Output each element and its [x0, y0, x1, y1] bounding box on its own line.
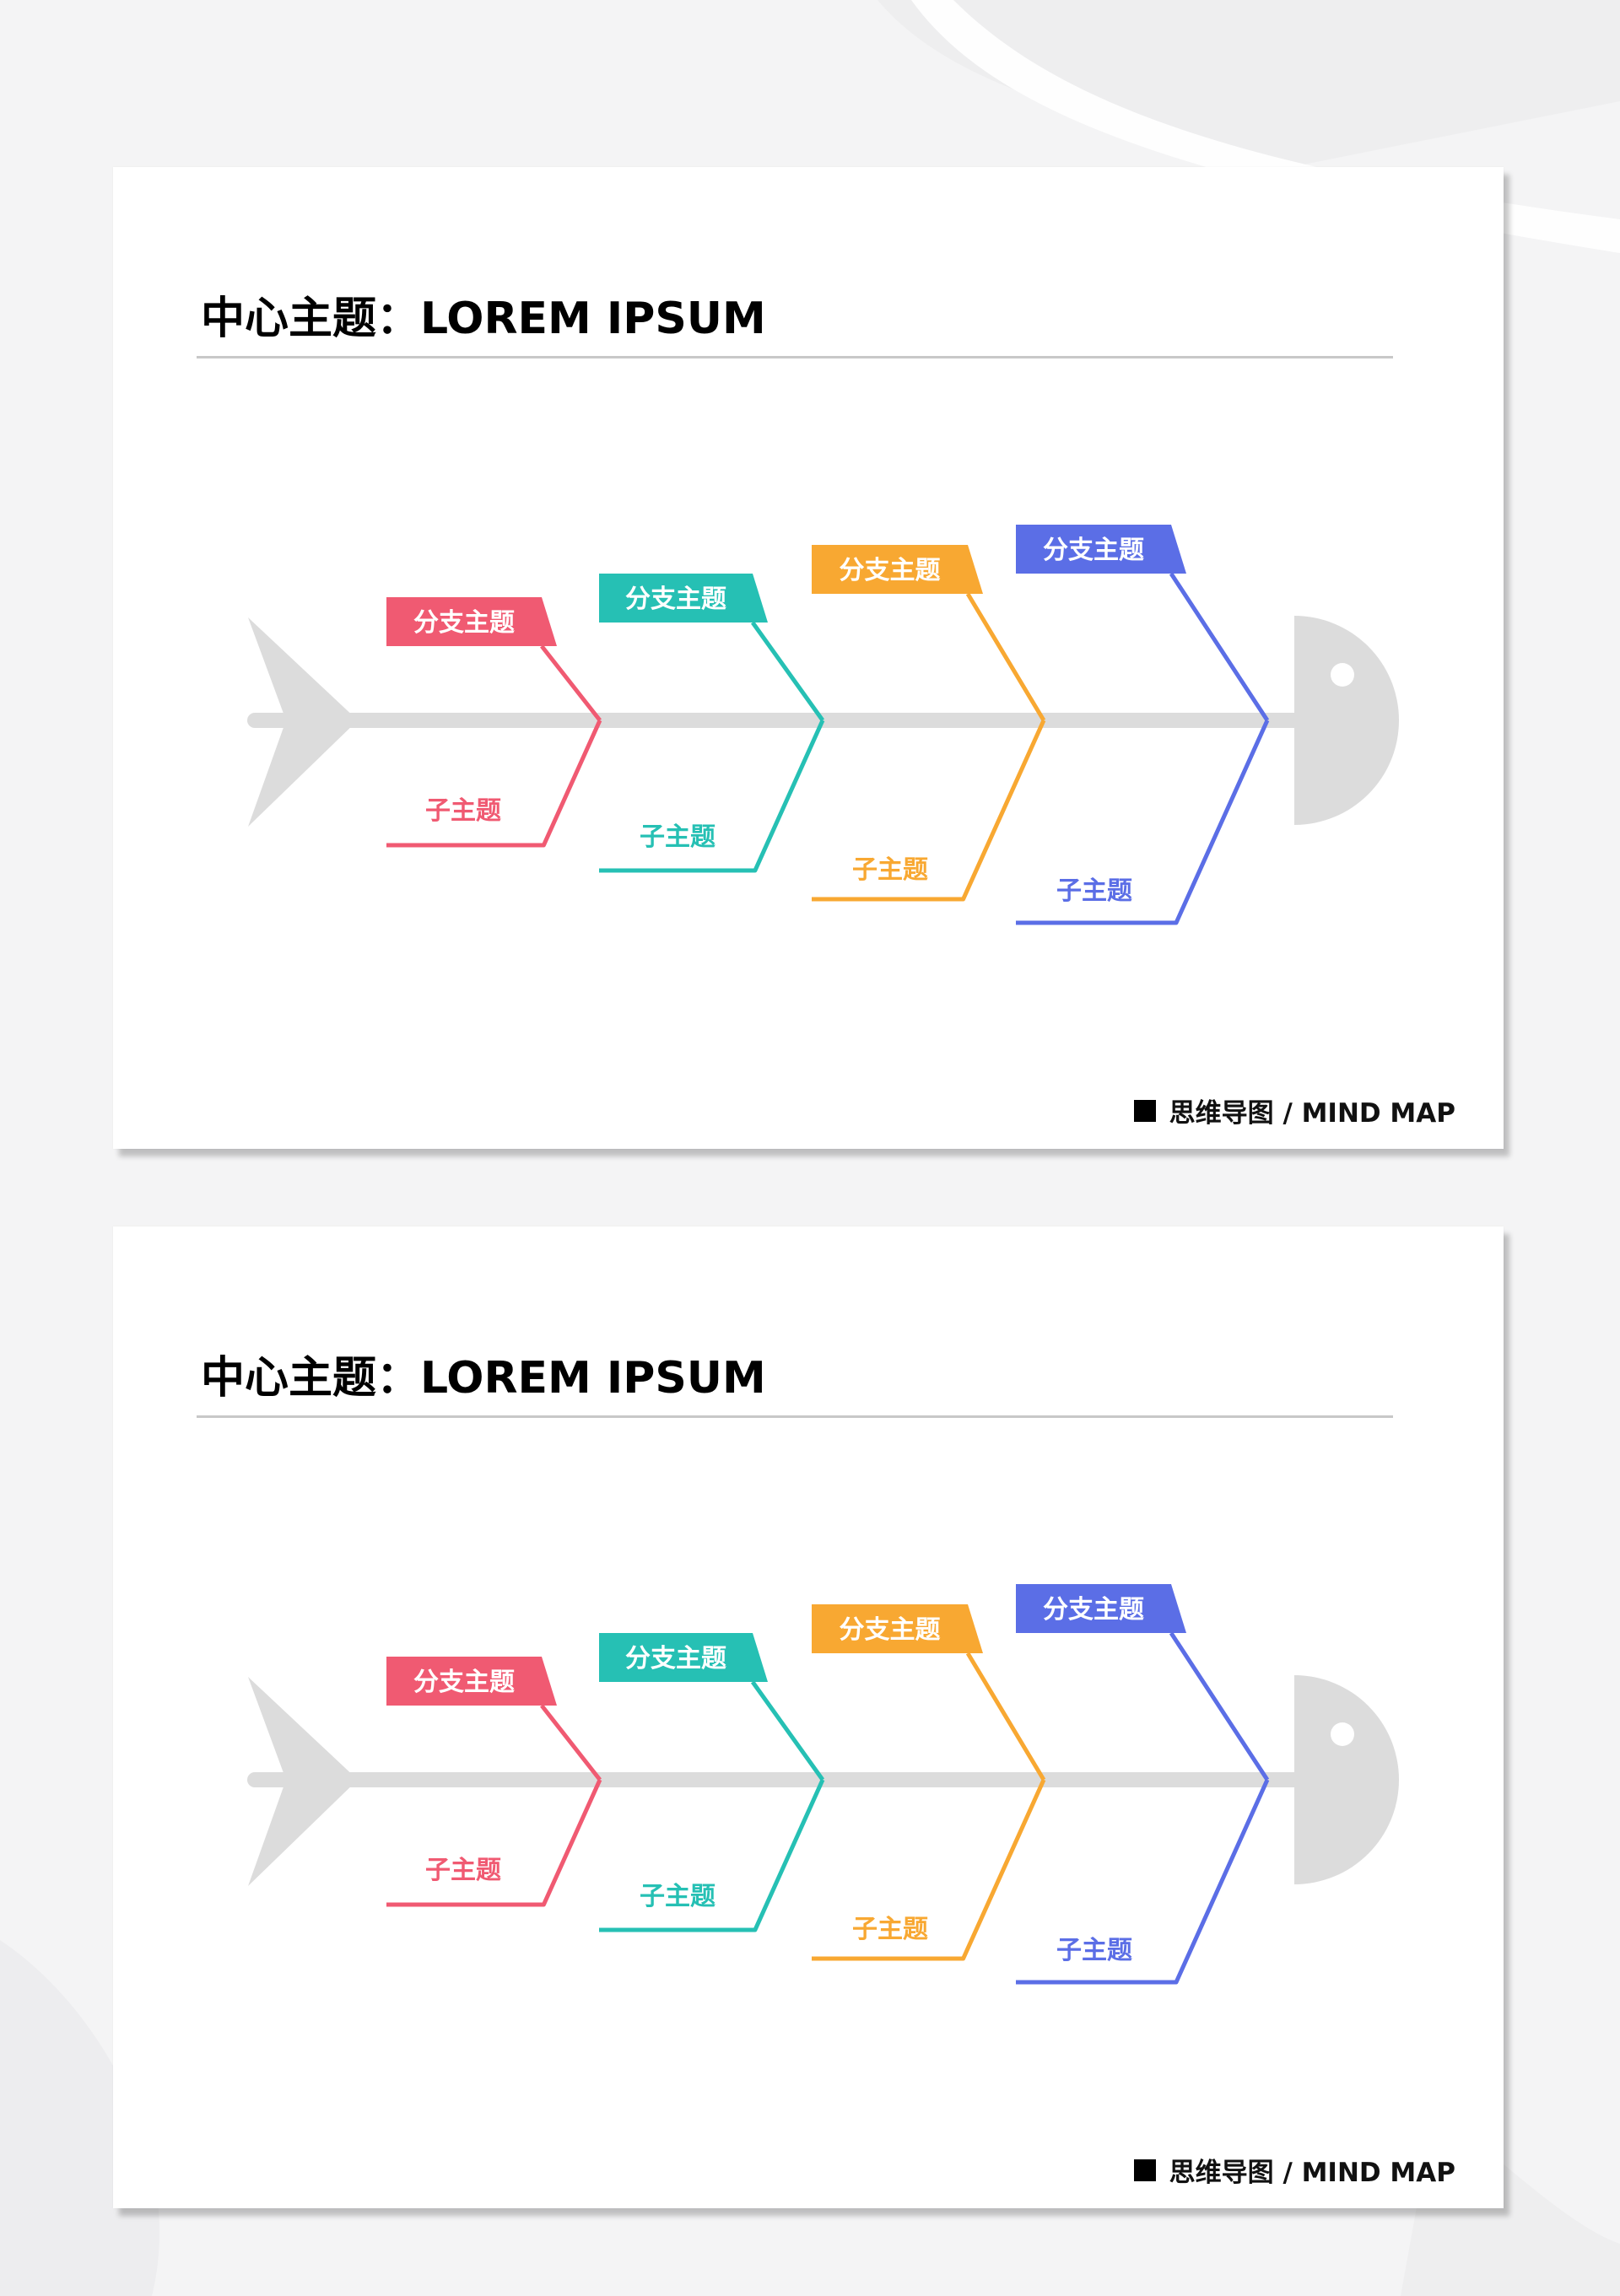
branch-label: 分支主题 [840, 556, 941, 585]
branch-line [1169, 572, 1270, 722]
branch-flag [812, 545, 983, 594]
branch-label: 分支主题 [625, 585, 726, 614]
sub-branch-line [599, 1778, 825, 1932]
fish-eye [1331, 1722, 1354, 1746]
branch-label: 分支主题 [413, 1668, 515, 1697]
branch-flag [1016, 1584, 1186, 1633]
sub-branch-line [812, 1778, 1046, 1961]
branch-flag [599, 1633, 768, 1682]
footer-text: 思维导图 / MIND MAP [1169, 1098, 1455, 1129]
branch-flag [599, 574, 768, 623]
diagram-card-1: 中心主题：LOREM IPSUM 分支主题子主题分支主题子主题分支主题子主题分支… [113, 167, 1504, 1149]
branch-line [1169, 1631, 1270, 1781]
sub-branch-line [1016, 1778, 1270, 1985]
footer-label: 思维导图 / MIND MAP [1133, 1091, 1455, 1129]
branch-label: 分支主题 [1043, 1595, 1144, 1625]
branch-label: 分支主题 [1043, 536, 1144, 565]
sub-branch-line [1016, 719, 1270, 925]
fish-tail [248, 1677, 358, 1886]
sub-topic-label: 子主题 [425, 1856, 501, 1885]
page-title: 中心主题：LOREM IPSUM [201, 294, 766, 344]
branch-line [965, 592, 1046, 722]
branch-flag [386, 1657, 557, 1706]
diagram-card-2: 中心主题：LOREM IPSUM 分支主题子主题分支主题子主题分支主题子主题分支… [113, 1226, 1504, 2208]
sub-topic-label: 子主题 [640, 822, 716, 852]
sub-topic-label: 子主题 [640, 1882, 716, 1911]
branch-flag [1016, 525, 1186, 574]
sub-topic-label: 子主题 [852, 855, 928, 885]
sub-topic-label: 子主题 [1056, 1936, 1132, 1965]
branch-flag [812, 1604, 983, 1653]
branch-label: 分支主题 [413, 608, 515, 638]
title-divider [197, 356, 1393, 358]
fish-head [1294, 616, 1399, 825]
footer-label: 思维导图 / MIND MAP [1133, 2151, 1455, 2189]
sub-branch-line [599, 719, 825, 873]
sub-topic-label: 子主题 [425, 796, 501, 826]
sub-topic-label: 子主题 [1056, 876, 1132, 906]
square-icon [1133, 1099, 1156, 1122]
fish-eye [1331, 663, 1354, 687]
branch-line [540, 644, 602, 722]
branch-line [750, 1680, 825, 1781]
sub-branch-line [386, 719, 602, 848]
footer-text: 思维导图 / MIND MAP [1169, 2158, 1455, 2188]
branch-label: 分支主题 [840, 1615, 941, 1645]
square-icon [1133, 2159, 1156, 2181]
fish-tail [248, 617, 358, 827]
branch-line [540, 1704, 602, 1781]
page-title: 中心主题：LOREM IPSUM [201, 1353, 766, 1404]
sub-branch-line [386, 1778, 602, 1907]
branch-label: 分支主题 [625, 1644, 726, 1673]
branch-flag [386, 597, 557, 646]
sub-branch-line [812, 719, 1046, 902]
title-divider [197, 1415, 1393, 1418]
sub-topic-label: 子主题 [852, 1915, 928, 1944]
branch-line [750, 621, 825, 722]
fish-head [1294, 1675, 1399, 1884]
branch-line [965, 1652, 1046, 1781]
